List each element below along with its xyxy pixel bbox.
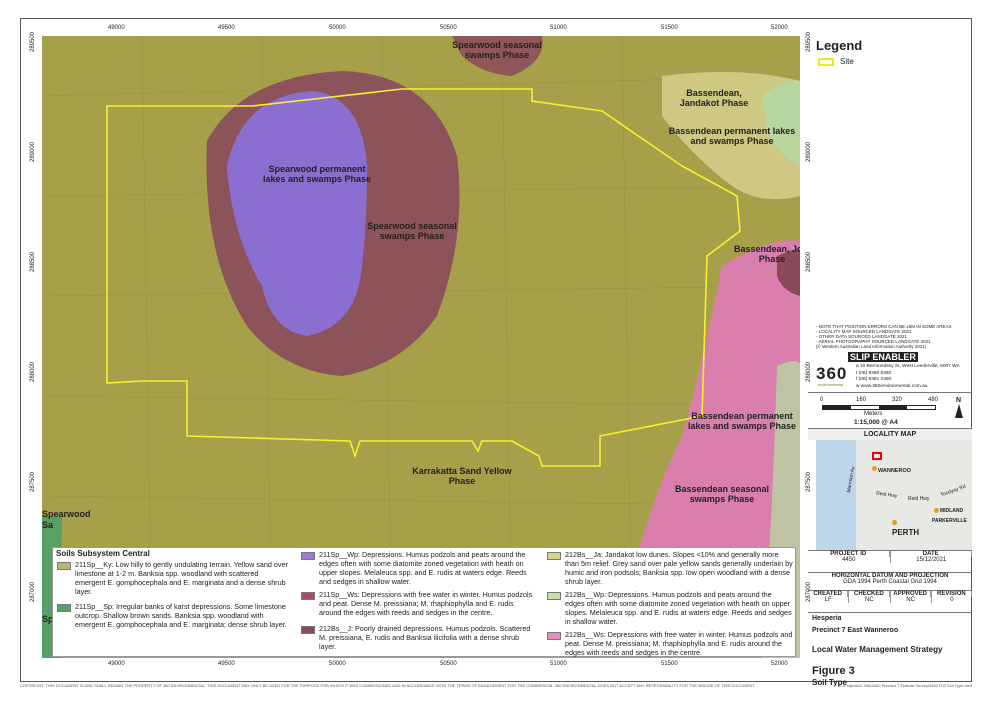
- legend-title: Soils Subsystem Central: [56, 549, 150, 558]
- legend-swatch: [57, 562, 71, 570]
- datum-box: HORIZONTAL DATUM AND PROJECTION GDA 1994…: [808, 572, 972, 588]
- legend-item: 212Bs__Ja: Jandakot low dunes. Slopes <1…: [547, 550, 793, 586]
- midland-dot: [934, 508, 939, 513]
- label-bassendean-joel: Bassendean, Joel Phase: [733, 244, 800, 264]
- label-sp-cut: Sp: [42, 614, 54, 624]
- title-block: Hesperia Precinct 7 East Wanneroo Local …: [808, 612, 972, 687]
- label-bassendean-seasonal: Bassendean seasonal swamps Phase: [674, 484, 770, 504]
- legend-item: 211Sp__Sp: Irregular banks of karst depr…: [57, 602, 289, 629]
- y-tick: 287500: [30, 471, 36, 492]
- joel-dark-area[interactable]: [777, 249, 800, 296]
- x-tick: 50500: [440, 25, 457, 31]
- info-panel: Legend Site - NOTE THAT POSITION ERRORS …: [800, 18, 972, 687]
- y-tick: 288500: [30, 251, 36, 272]
- map-frame: [20, 18, 972, 682]
- site-boundary[interactable]: [106, 88, 741, 467]
- project-name: Precinct 7 East Wanneroo: [812, 627, 899, 634]
- company-contact: a 10 Bermondsey St, West Leederville, 60…: [856, 364, 960, 389]
- legend-swatch: [301, 552, 315, 560]
- panel-legend-title: Legend: [816, 38, 863, 53]
- label-spearwood-top: Spearwood seasonal swamps Phase: [452, 40, 542, 60]
- legend-swatch: [547, 552, 561, 560]
- soil-legend: Soils Subsystem Central 211Sp__Ky: Low h…: [52, 547, 796, 657]
- x-tick-bottom: 51000: [550, 661, 567, 667]
- legend-item: 212Bs__Ws: Depressions with free water i…: [547, 630, 793, 657]
- y-tick: 287000: [30, 581, 36, 602]
- label-bassendean-lakes-bottom: Bassendean permanent lakes and swamps Ph…: [687, 411, 797, 431]
- legend-swatch: [57, 604, 71, 612]
- joel-area-top[interactable]: [762, 80, 800, 166]
- label-bassendean-lakes-top: Bassendean permanent lakes and swamps Ph…: [668, 126, 796, 146]
- label-spearwood-seasonal: Spearwood seasonal swamps Phase: [367, 221, 457, 241]
- perth-dot: [892, 520, 897, 525]
- legend-swatch: [301, 592, 315, 600]
- company-logo: 360: [816, 364, 848, 383]
- x-tick-bottom: 49500: [218, 661, 235, 667]
- company-sub: environmental: [818, 382, 844, 387]
- spearwood-seasonal-top-area[interactable]: [452, 36, 543, 76]
- site-label: Site: [840, 57, 854, 66]
- client-name: Hesperia: [812, 615, 842, 622]
- legend-swatch: [547, 632, 561, 640]
- x-tick: 51000: [550, 25, 567, 31]
- legend-swatch: [547, 592, 561, 600]
- x-tick: 49000: [108, 25, 125, 31]
- label-bassendean-jandakot: Bassendean, Jandakot Phase: [679, 88, 749, 108]
- footer: COPYRIGHT: THIS DOCUMENT IS AND SHALL RE…: [20, 683, 972, 688]
- x-tick: 52000: [771, 25, 788, 31]
- x-tick-bottom: 51500: [661, 661, 678, 667]
- y-tick: 288000: [30, 361, 36, 382]
- label-spearwood-left: Spearwood: [42, 509, 91, 519]
- x-tick: 51500: [661, 25, 678, 31]
- legend-item: 212Bs__J: Poorly drained depressions. Hu…: [301, 624, 533, 651]
- site-swatch: [818, 58, 834, 66]
- locality-marker: [872, 452, 882, 460]
- x-tick: 49500: [218, 25, 235, 31]
- spearwood-lakes-area[interactable]: [227, 91, 367, 336]
- locality-title: LOCALITY MAP: [808, 428, 972, 440]
- figure-number: Figure 3: [812, 665, 855, 677]
- x-tick: 50000: [329, 25, 346, 31]
- strategy-title: Local Water Management Strategy: [812, 645, 943, 654]
- legend-item: 211Sp__Ws: Depressions with free water i…: [301, 590, 533, 617]
- legend-item: 211Sp__Ky: Low hilly to gently undulatin…: [57, 560, 289, 596]
- label-spearwood-lakes: Spearwood permanent lakes and swamps Pha…: [262, 164, 372, 184]
- x-tick-bottom: 50500: [440, 661, 457, 667]
- ocean: [816, 440, 856, 550]
- data-source-badge: SLIP ENABLER: [848, 352, 918, 362]
- north-arrow-icon: N: [955, 397, 963, 418]
- legend-item: 212Bs__Wp: Depressions. Humus podzols an…: [547, 590, 793, 626]
- legend-item: 211Sp__Wp: Depressions. Humus podzols an…: [301, 550, 533, 586]
- y-tick: 289000: [30, 141, 36, 162]
- scale-bar: [822, 405, 936, 410]
- label-karrakatta: Karrakatta Sand Yellow Phase: [412, 466, 512, 486]
- x-tick-bottom: 50000: [329, 661, 346, 667]
- x-tick-bottom: 49000: [108, 661, 125, 667]
- x-tick-bottom: 52000: [771, 661, 788, 667]
- locality-map: WANNEROO Reid Hwy Reid Hwy Toodyay Rd MI…: [816, 440, 972, 550]
- label-sa-cut: Sa: [42, 520, 54, 530]
- scale-box: 0 160 320 480 Meters 1:15,000 @ A4 N: [808, 392, 972, 442]
- figure-title: Soil Type: [812, 678, 847, 687]
- file-path: K:\Projects\2. WA\4450 Precinct 7 Featur…: [839, 683, 972, 688]
- wanneroo-dot: [872, 466, 877, 471]
- notes: - NOTE THAT POSITION ERRORS CAN BE ±5M I…: [816, 324, 952, 349]
- y-tick: 289500: [30, 31, 36, 52]
- legend-swatch: [301, 626, 315, 634]
- copyright-text: COPYRIGHT: THIS DOCUMENT IS AND SHALL RE…: [20, 683, 756, 688]
